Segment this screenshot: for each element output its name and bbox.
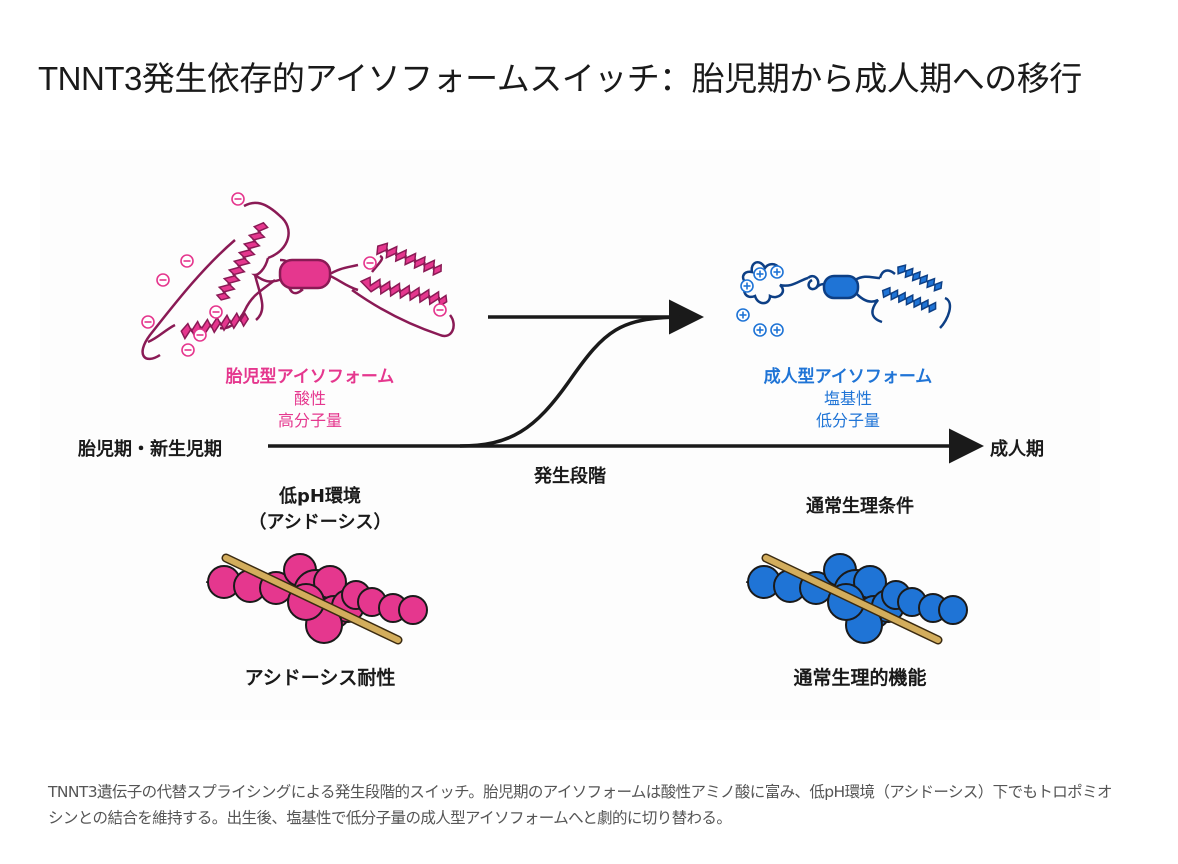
adult-outcome-label: 通常生理的機能 (793, 667, 927, 689)
fetal-core-domain (278, 258, 332, 290)
diagram-canvas (141, 192, 984, 645)
plus-circle-icon (770, 323, 784, 337)
fetal-condition-line1: 低pH環境 (279, 486, 361, 507)
fetal-isoform-name: 胎児型アイソフォーム (225, 367, 395, 387)
minus-circle-icon (181, 343, 195, 357)
troponin-bead (398, 595, 428, 625)
fetal-condition-line2: （アシドーシス） (248, 512, 392, 533)
adult-tropomyosin-binding-icon (745, 553, 968, 645)
figure-caption: TNNT3遺伝子の代替スプライシングによる発生段階的スイッチ。胎児期のアイソフォ… (48, 782, 1112, 827)
fetal-outcome-label: アシドーシス耐性 (244, 667, 396, 689)
page-title: TNNT3発生依存的アイソフォームスイッチ：胎児期から成人期への移行 (38, 60, 1082, 98)
plus-circle-icon (736, 308, 750, 322)
isoform-switch-figure: 胎児型アイソフォーム 酸性 高分子量 成人型アイソフォーム 塩基性 低分子量 胎… (40, 150, 1100, 720)
adult-isoform-name: 成人型アイソフォーム (763, 367, 933, 387)
fetal-isoform-charge: 酸性 (293, 389, 326, 408)
minus-circle-icon (433, 303, 447, 317)
plus-circle-icon (770, 265, 784, 279)
tropomyosin-rod (223, 555, 401, 643)
fetal-tropomyosin-binding-icon (205, 553, 428, 645)
plus-circle-icon (753, 267, 767, 281)
adult-isoform-charge: 塩基性 (823, 389, 872, 408)
troponin-bead (938, 595, 968, 625)
minus-circle-icon (231, 192, 245, 206)
adult-isoform-mass: 低分子量 (815, 411, 880, 430)
plus-circle-icon (740, 279, 754, 293)
fetal-isoform-mass: 高分子量 (277, 411, 342, 430)
fetal-isoform-protein-icon (141, 201, 455, 361)
developmental-switch-curve (459, 315, 681, 448)
timeline-start-label: 胎児期・新生児期 (78, 439, 222, 460)
plus-charge-icons (736, 265, 784, 337)
minus-charge-icons (141, 192, 447, 357)
minus-circle-icon (180, 254, 194, 268)
minus-circle-icon (156, 273, 170, 287)
plus-circle-icon (753, 323, 767, 337)
adult-core-domain (822, 274, 860, 300)
adult-condition: 通常生理条件 (806, 496, 914, 517)
minus-circle-icon (193, 328, 207, 342)
timeline-axis-label: 発生段階 (534, 466, 606, 487)
adult-isoform-protein-icon (741, 260, 952, 329)
minus-circle-icon (209, 305, 223, 319)
timeline-end-label: 成人期 (990, 439, 1044, 460)
minus-circle-icon (363, 256, 377, 270)
tropomyosin-rod (763, 555, 941, 643)
minus-circle-icon (141, 315, 155, 329)
